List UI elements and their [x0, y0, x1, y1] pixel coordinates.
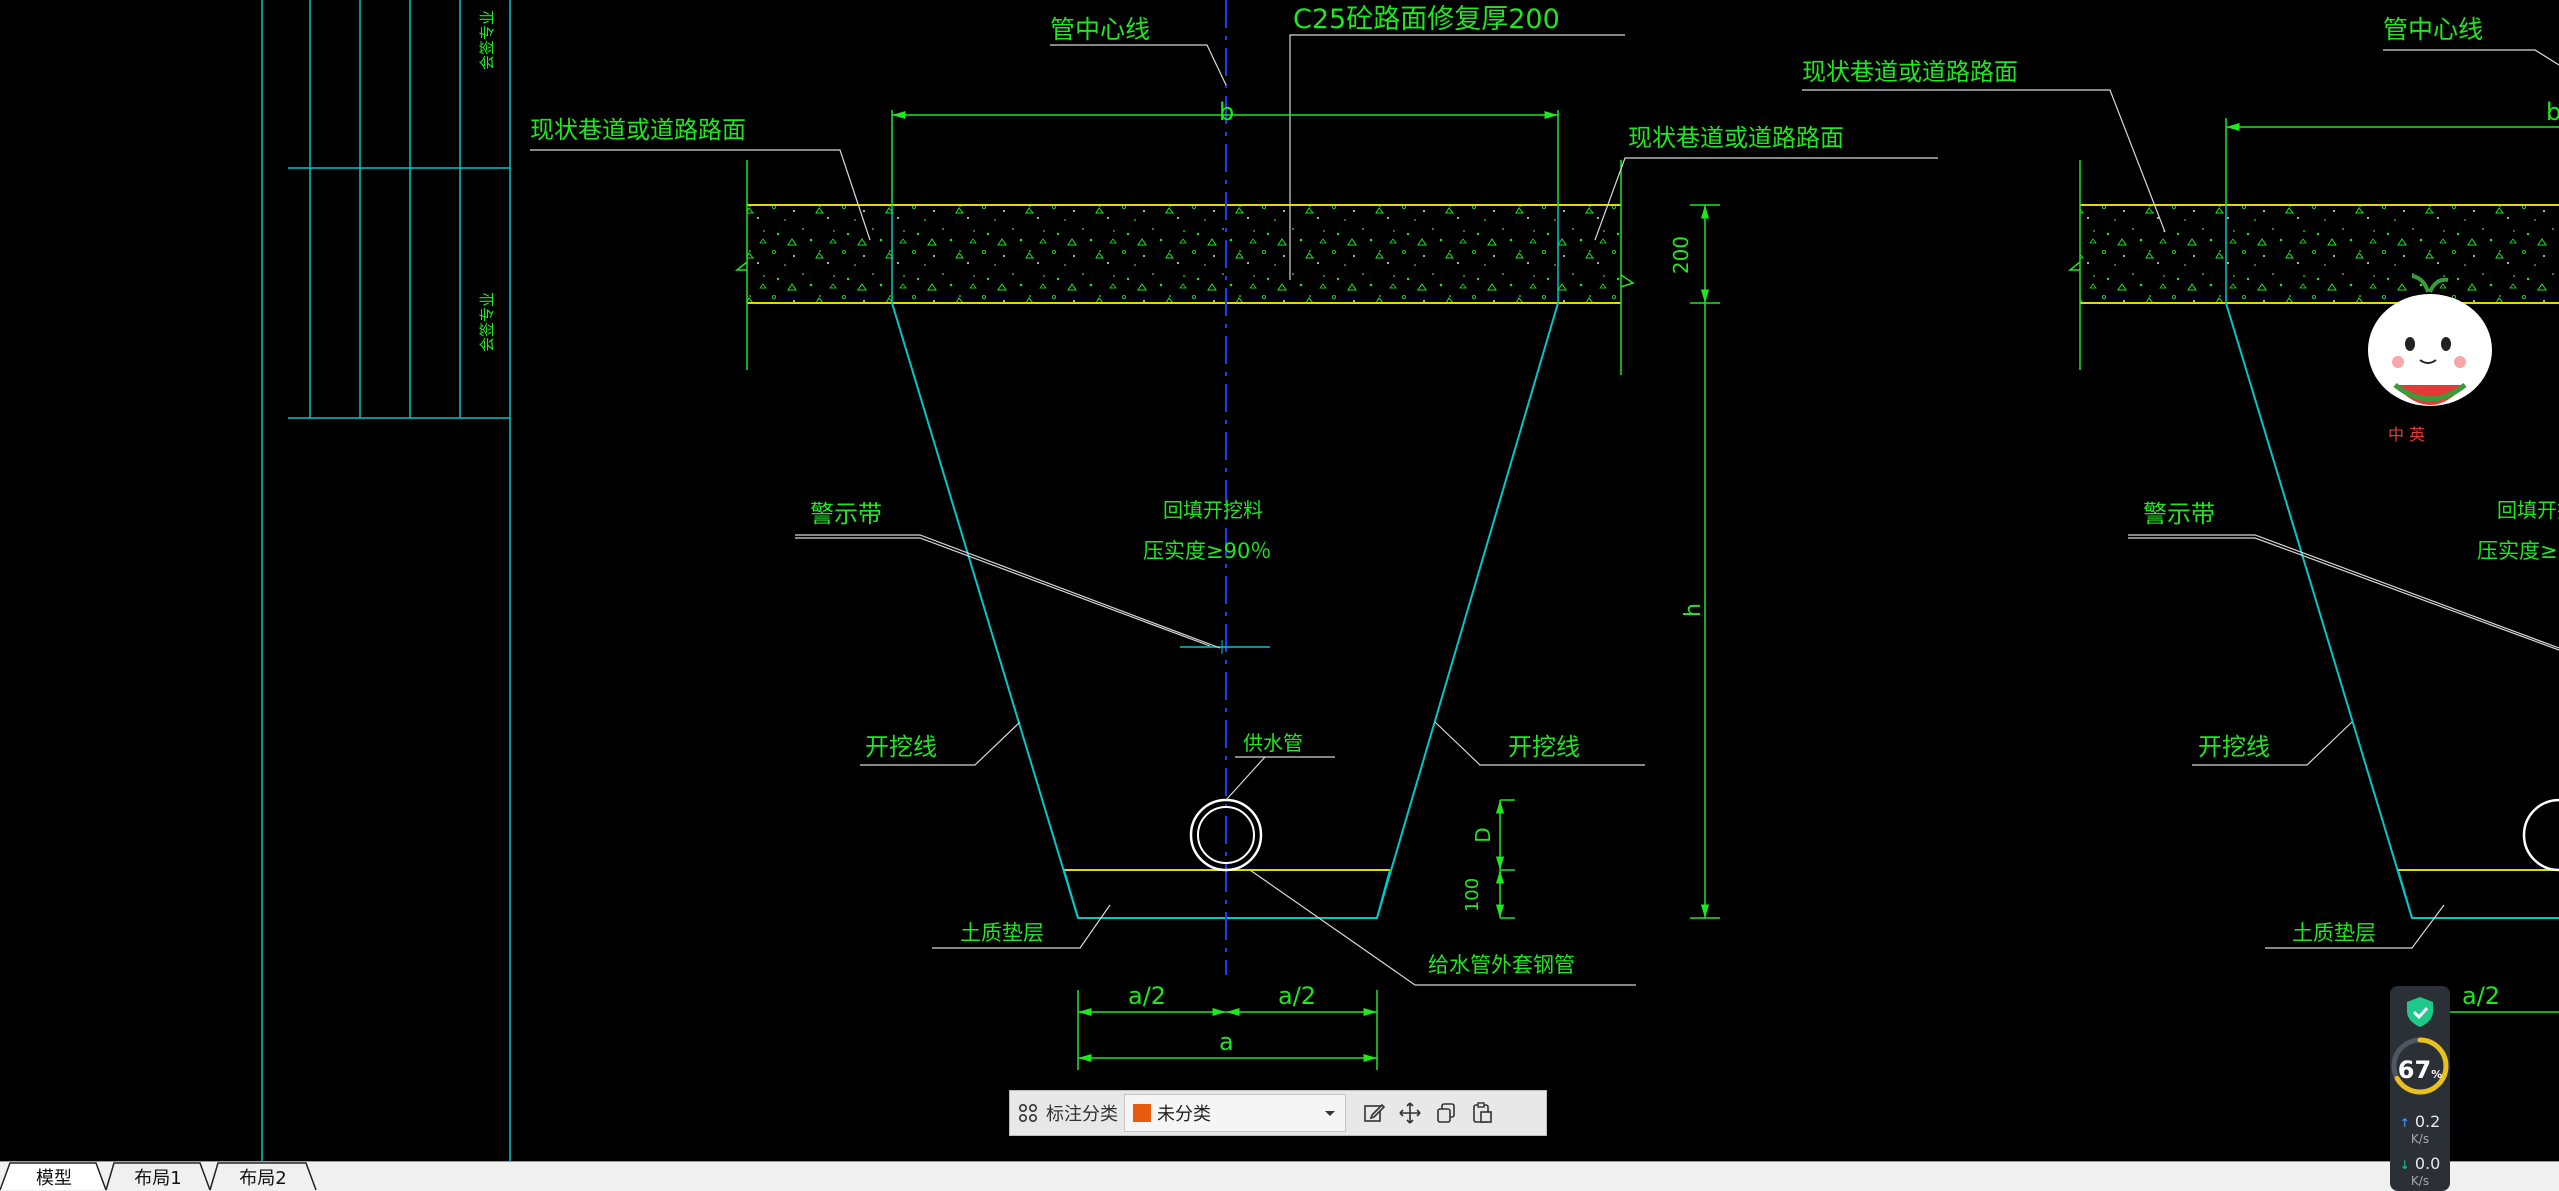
dim-label-a-half-left: a/2 — [1128, 982, 1166, 1010]
tab-layout2[interactable]: 布局2 — [239, 1167, 287, 1189]
sign-label-1: 会签专业 — [478, 10, 496, 70]
mascot-widget[interactable]: 中 英 — [2368, 274, 2492, 444]
usage-ring — [2391, 1037, 2449, 1095]
chevron-down-icon[interactable] — [1321, 1104, 1339, 1122]
label-excavation-right: 开挖线 — [1508, 733, 1580, 761]
label-warning-tape-2: 警示带 — [2143, 500, 2215, 528]
dim-label-a: a — [1219, 1028, 1234, 1056]
download-speed: ↓ 0.0 — [2399, 1154, 2441, 1173]
dim-label-D: D — [1471, 827, 1495, 842]
label-backfill-2: 回填开挖料 — [2497, 498, 2559, 522]
tab-outlines — [0, 1162, 317, 1191]
usage-percent-unit: % — [2431, 1068, 2443, 1081]
label-excavation-left: 开挖线 — [865, 733, 937, 761]
label-pavement-repair: C25砼路面修复厚200 — [1293, 4, 1560, 35]
label-backfill: 回填开挖料 — [1163, 498, 1263, 522]
label-pipe-center-line: 管中心线 — [1050, 15, 1150, 44]
usage-percent: 67 — [2397, 1056, 2432, 1084]
label-compaction-2: 压实度≥90％ — [2477, 539, 2559, 563]
cad-drawing-canvas[interactable]: 会签专业 会签专业 — [0, 0, 2559, 1161]
signature-table — [261, 0, 511, 1161]
category-select[interactable]: 未分类 — [1124, 1094, 1346, 1132]
dim-label-b-2: b — [2546, 98, 2559, 126]
shield-check-icon — [2407, 997, 2433, 1027]
label-soil-cushion-2: 土质垫层 — [2292, 921, 2376, 945]
dim-label-100: 100 — [1462, 878, 1483, 912]
upload-speed: ↑ 0.2 — [2399, 1112, 2441, 1131]
category-label: 标注分类 — [1046, 1104, 1118, 1125]
dim-label-a-half-right: a/2 — [1278, 982, 1316, 1010]
label-warning-tape: 警示带 — [810, 500, 882, 528]
move-icon[interactable] — [1392, 1093, 1428, 1133]
paste-icon[interactable] — [1464, 1093, 1500, 1133]
network-speed-widget[interactable]: 67% ↑ 0.2 K/s ↓ 0.0 K/s — [2390, 986, 2450, 1191]
label-water-pipe: 供水管 — [1243, 731, 1303, 755]
category-color-swatch — [1133, 1104, 1151, 1122]
download-value: 0.0 — [2414, 1154, 2441, 1173]
label-compaction: 压实度≥90％ — [1143, 539, 1271, 563]
category-select-value: 未分类 — [1157, 1104, 1211, 1125]
dim-label-200: 200 — [1669, 236, 1693, 274]
edit-icon[interactable] — [1356, 1093, 1392, 1133]
label-excavation-2: 开挖线 — [2198, 733, 2270, 761]
label-pipe-center-line-2: 管中心线 — [2383, 15, 2483, 44]
usage-percent-readout: 67% — [2390, 1056, 2450, 1084]
dim-label-b: b — [1219, 98, 1234, 126]
mascot-caption: 中 英 — [2388, 425, 2425, 444]
layout-tab-bar: 模型 布局1 布局2 — [0, 1161, 2559, 1191]
sign-label-2: 会签专业 — [478, 292, 496, 352]
concrete-pavement-layer — [747, 205, 1621, 303]
annotation-category-toolbar: 标注分类 未分类 — [1009, 1090, 1547, 1136]
tab-model[interactable]: 模型 — [36, 1167, 72, 1189]
tab-layout1[interactable]: 布局1 — [134, 1167, 182, 1189]
label-existing-road-2: 现状巷道或道路路面 — [1802, 58, 2018, 86]
trench-section-secondary: 管中心线 现状巷道或道路路面 b 警示带 回填开挖料 压实度≥90％ 开挖线 土… — [1802, 15, 2559, 1070]
label-steel-sleeve: 给水管外套钢管 — [1428, 953, 1575, 977]
download-unit: K/s — [2410, 1174, 2430, 1188]
trench-outline — [891, 302, 1559, 919]
upload-unit: K/s — [2410, 1132, 2430, 1146]
copy-icon[interactable] — [1428, 1093, 1464, 1133]
label-existing-road-right: 现状巷道或道路路面 — [1628, 124, 1844, 152]
grid-icon[interactable] — [1010, 1093, 1046, 1133]
dim-label-h: h — [1681, 603, 1706, 617]
label-existing-road-left: 现状巷道或道路路面 — [530, 116, 746, 144]
dim-label-a-half-2: a/2 — [2462, 982, 2500, 1010]
water-pipe-inner — [1197, 806, 1255, 864]
label-soil-cushion: 土质垫层 — [960, 921, 1044, 945]
trench-section-main: 管中心线 C25砼路面修复厚200 现状巷道或道路路面 现状巷道或道路路面 b … — [530, 0, 1938, 1070]
upload-value: 0.2 — [2414, 1112, 2441, 1131]
